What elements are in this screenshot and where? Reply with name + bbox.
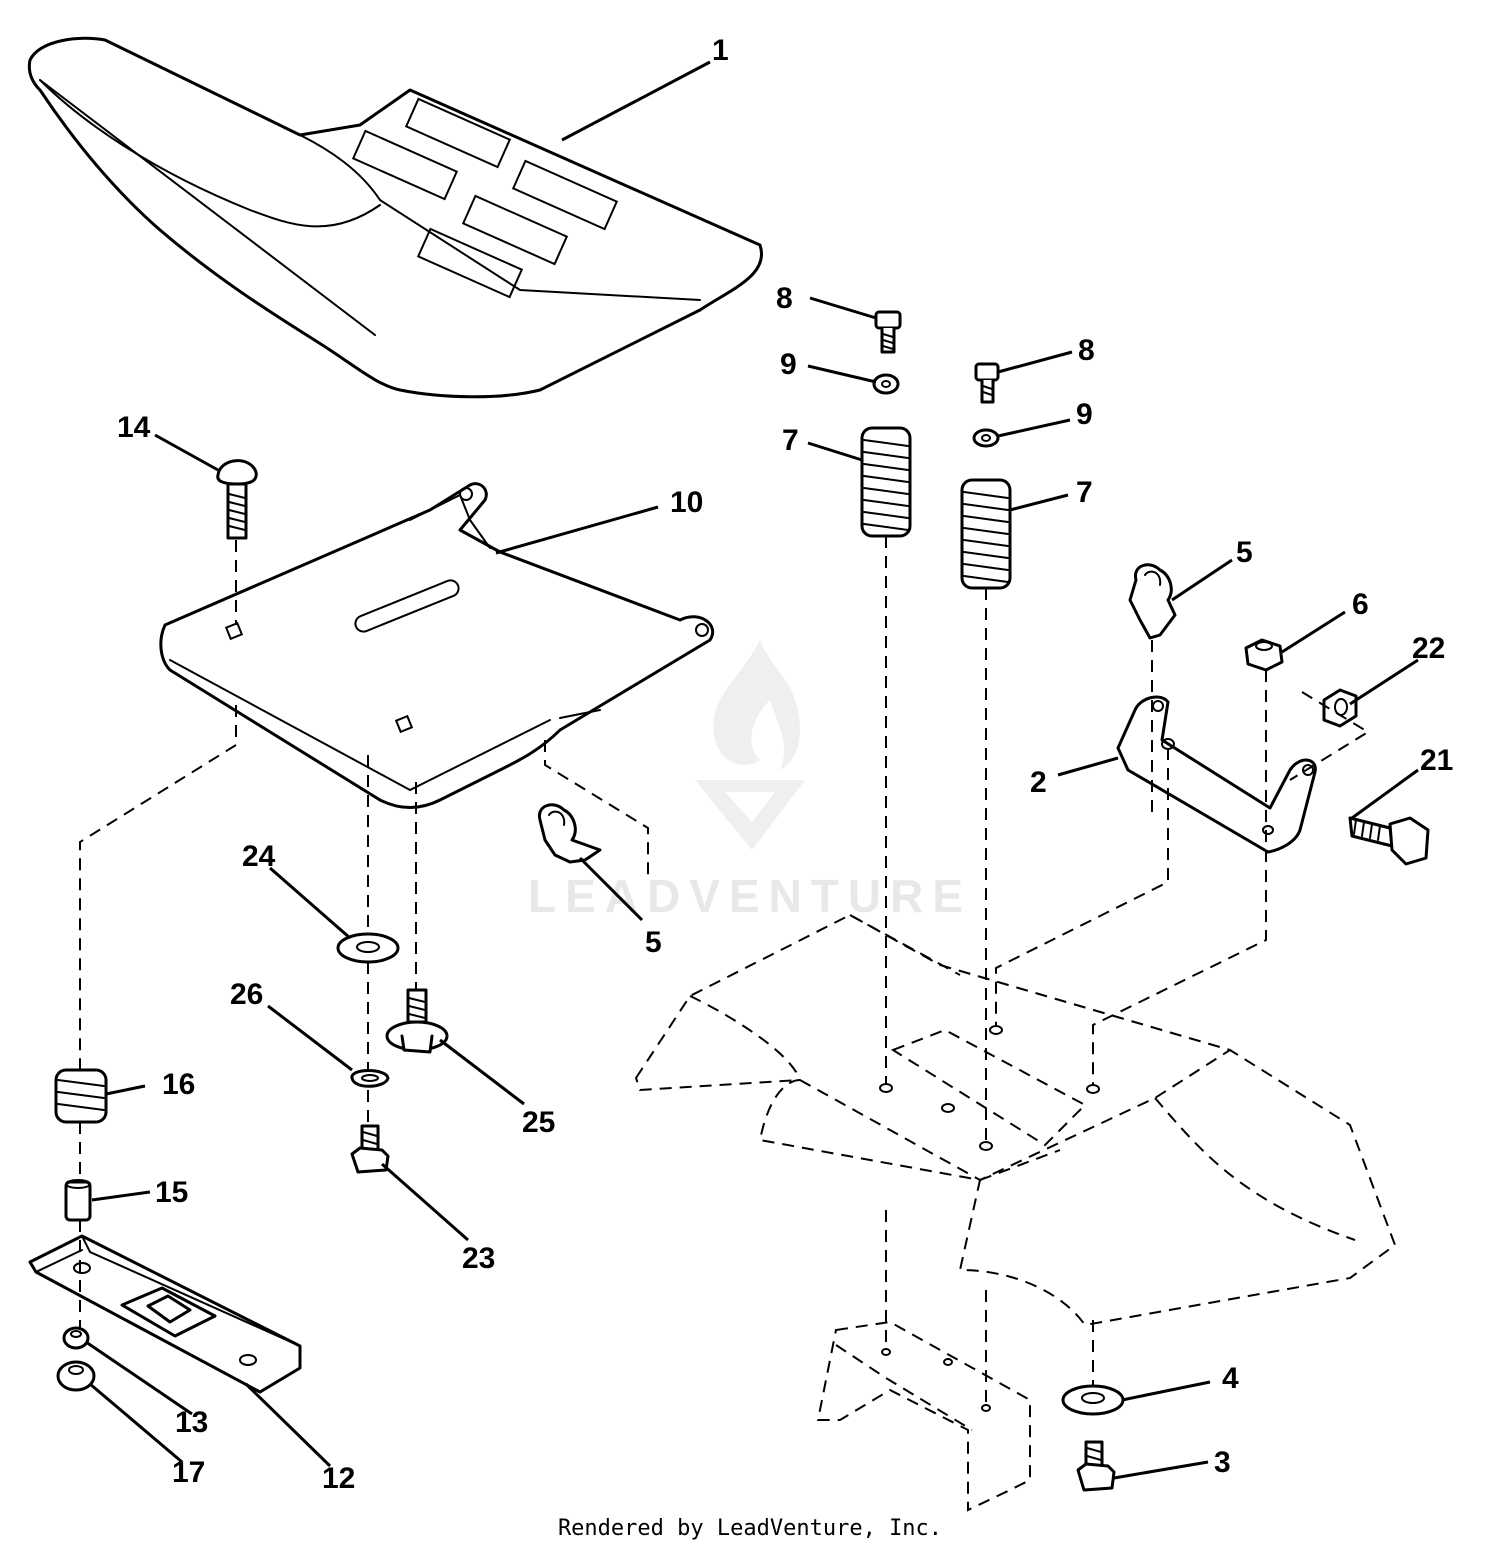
hex-bolt-part xyxy=(350,1124,390,1174)
callout-3: 3 xyxy=(1214,1446,1231,1479)
callout-6: 6 xyxy=(1352,588,1369,621)
shoulder-bolt-part xyxy=(385,988,449,1054)
washer-part xyxy=(872,373,900,395)
callout-7: 7 xyxy=(1076,476,1093,509)
callout-13: 13 xyxy=(175,1406,208,1439)
flat-washer-part xyxy=(336,932,400,964)
compression-spring-part xyxy=(54,1068,108,1124)
spacer-part xyxy=(64,1179,92,1222)
carriage-bolt-part xyxy=(216,459,258,540)
spring-part xyxy=(860,426,912,538)
hex-bolt-part xyxy=(1076,1440,1116,1492)
seat-pan-part xyxy=(159,482,715,809)
lock-washer-part xyxy=(350,1069,390,1088)
seat-part xyxy=(27,36,764,399)
callout-12: 12 xyxy=(322,1462,355,1495)
clip-part xyxy=(1128,563,1177,640)
hex-nut-part xyxy=(1322,688,1358,728)
callout-9: 9 xyxy=(780,348,797,381)
nut-part xyxy=(62,1326,90,1350)
frame-outline xyxy=(634,913,1397,1512)
callout-1: 1 xyxy=(712,34,729,67)
callout-23: 23 xyxy=(462,1242,495,1275)
lock-nut-part xyxy=(1244,638,1284,672)
watermark-text: LEADVENTURE xyxy=(528,870,972,922)
adjuster-plate-part xyxy=(28,1234,302,1394)
callout-16: 16 xyxy=(162,1068,195,1101)
watermark-flame-icon xyxy=(713,640,800,770)
callout-15: 15 xyxy=(155,1176,188,1209)
watermark-v-icon xyxy=(695,780,805,850)
callout-26: 26 xyxy=(230,978,263,1011)
callout-25: 25 xyxy=(522,1106,555,1139)
callout-8: 8 xyxy=(776,282,793,315)
callout-5: 5 xyxy=(1236,536,1253,569)
bolt-part xyxy=(874,310,902,354)
flat-washer-part xyxy=(1061,1384,1125,1416)
callout-17: 17 xyxy=(172,1456,205,1489)
callout-5: 5 xyxy=(645,926,662,959)
bolt-part xyxy=(974,362,1000,404)
callout-14: 14 xyxy=(117,411,151,444)
bracket-part xyxy=(1116,695,1317,854)
callout-4: 4 xyxy=(1222,1362,1239,1395)
callout-2: 2 xyxy=(1030,766,1047,799)
flange-nut-part xyxy=(56,1360,96,1392)
callout-labels: 1 14 10 8 9 7 8 9 7 5 6 22 21 2 5 24 26 … xyxy=(117,34,1453,1495)
clip-part xyxy=(537,803,602,864)
callout-leaders xyxy=(85,60,1419,1480)
credit-line: Rendered by LeadVenture, Inc. xyxy=(557,1516,943,1541)
callout-21: 21 xyxy=(1420,744,1453,777)
callout-7: 7 xyxy=(782,424,799,457)
spring-part xyxy=(960,478,1012,590)
callout-9: 9 xyxy=(1076,398,1093,431)
shoulder-bolt-part xyxy=(1348,816,1430,866)
callout-10: 10 xyxy=(670,486,703,519)
callout-22: 22 xyxy=(1412,632,1445,665)
washer-part xyxy=(972,428,1000,448)
callout-24: 24 xyxy=(242,840,276,873)
assembly-lines xyxy=(79,536,1370,1405)
callout-8: 8 xyxy=(1078,334,1095,367)
